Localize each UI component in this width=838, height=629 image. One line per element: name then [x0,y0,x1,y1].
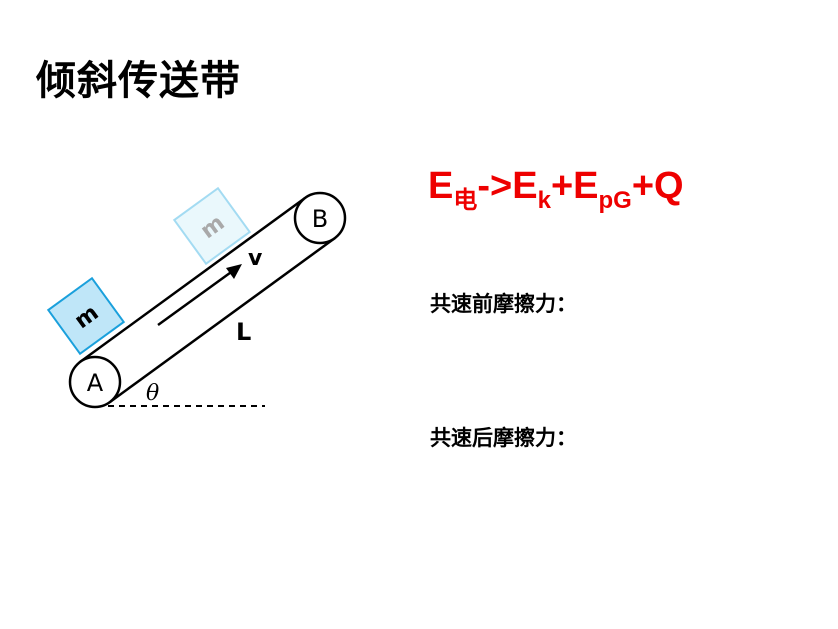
length-label: L [236,318,251,346]
formula-q: Q [654,165,684,207]
pulley-b [293,191,347,245]
formula-epg: E [573,165,599,207]
pulley-a [68,355,122,409]
block-later: m [172,186,252,266]
formula-epg-sub: pG [598,187,632,214]
velocity-arrow [157,268,235,327]
block-initial: m [46,276,126,356]
slide-title: 倾斜传送带 [36,58,241,104]
formula-e: E [428,165,454,207]
velocity-label: v [248,246,263,271]
arrow-head-icon [226,264,242,279]
pulley-b-label: B [312,205,328,233]
energy-formula: E电->Ek+EpG+Q [428,165,684,215]
formula-plus: + [550,165,574,207]
question-after: 共速后摩擦力： [430,426,577,450]
formula-arrow: -> [477,165,513,207]
formula-e-sub: 电 [453,187,478,214]
question-before: 共速前摩擦力： [430,292,577,316]
formula-ek: E [512,165,538,207]
angle-label: θ [146,381,159,406]
formula-ek-sub: k [537,187,551,214]
pulley-a-label: A [87,369,104,397]
formula-plus: + [631,165,655,207]
belt-top [79,196,306,364]
belt-bottom [109,236,336,404]
